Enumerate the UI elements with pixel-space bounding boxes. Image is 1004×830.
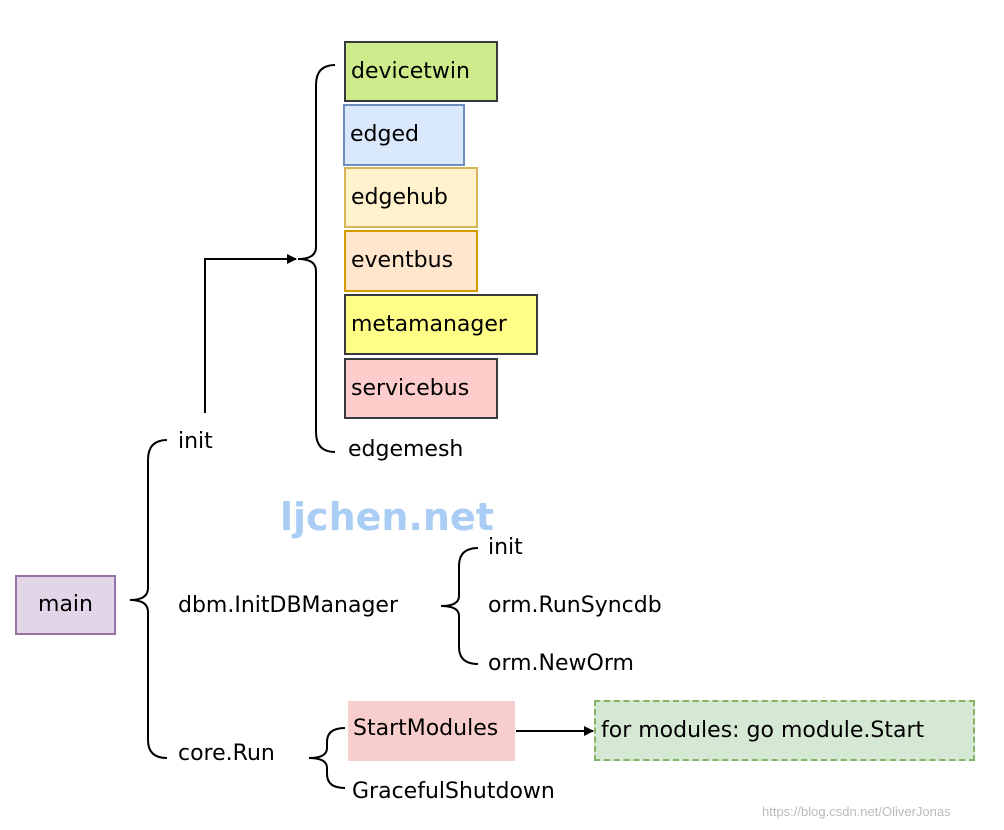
startmodules-label: StartModules bbox=[353, 716, 499, 741]
main-node-label: main bbox=[38, 592, 93, 617]
module-metamanager: metamanager bbox=[344, 294, 538, 355]
module-label: eventbus bbox=[351, 248, 454, 273]
dbm-brace bbox=[440, 547, 479, 665]
module-edgemesh: edgemesh bbox=[348, 437, 464, 462]
init-to-modules-arrow bbox=[204, 254, 297, 413]
source-credit: https://blog.csdn.net/OliverJonas bbox=[762, 804, 951, 819]
core-run-brace bbox=[308, 727, 346, 789]
module-devicetwin: devicetwin bbox=[344, 41, 498, 102]
init-label: init bbox=[178, 429, 213, 454]
module-label: edgehub bbox=[351, 184, 448, 210]
core-run-label: core.Run bbox=[178, 741, 275, 766]
main-node: main bbox=[15, 575, 116, 635]
module-label: devicetwin bbox=[351, 58, 470, 84]
dbm-child-init: init bbox=[488, 535, 523, 560]
dbm-child-neworm: orm.NewOrm bbox=[488, 651, 634, 676]
dbm-label: dbm.InitDBManager bbox=[178, 593, 398, 618]
module-servicebus: servicebus bbox=[344, 358, 498, 419]
module-label: servicebus bbox=[351, 375, 470, 401]
main-brace bbox=[129, 439, 168, 759]
startmodules-node: StartModules bbox=[348, 701, 515, 761]
module-edged: edged bbox=[343, 104, 465, 166]
module-label: edged bbox=[350, 122, 419, 147]
gracefulshutdown-label: GracefulShutdown bbox=[352, 779, 555, 804]
for-modules-label: for modules: go module.Start bbox=[601, 717, 925, 743]
dbm-child-runsyncdb: orm.RunSyncdb bbox=[488, 593, 662, 618]
module-edgehub: edgehub bbox=[344, 167, 478, 228]
init-modules-brace bbox=[297, 64, 336, 453]
for-modules-node: for modules: go module.Start bbox=[594, 700, 975, 761]
watermark: ljchen.net bbox=[280, 495, 494, 539]
module-label: metamanager bbox=[351, 311, 507, 337]
module-eventbus: eventbus bbox=[344, 230, 478, 292]
